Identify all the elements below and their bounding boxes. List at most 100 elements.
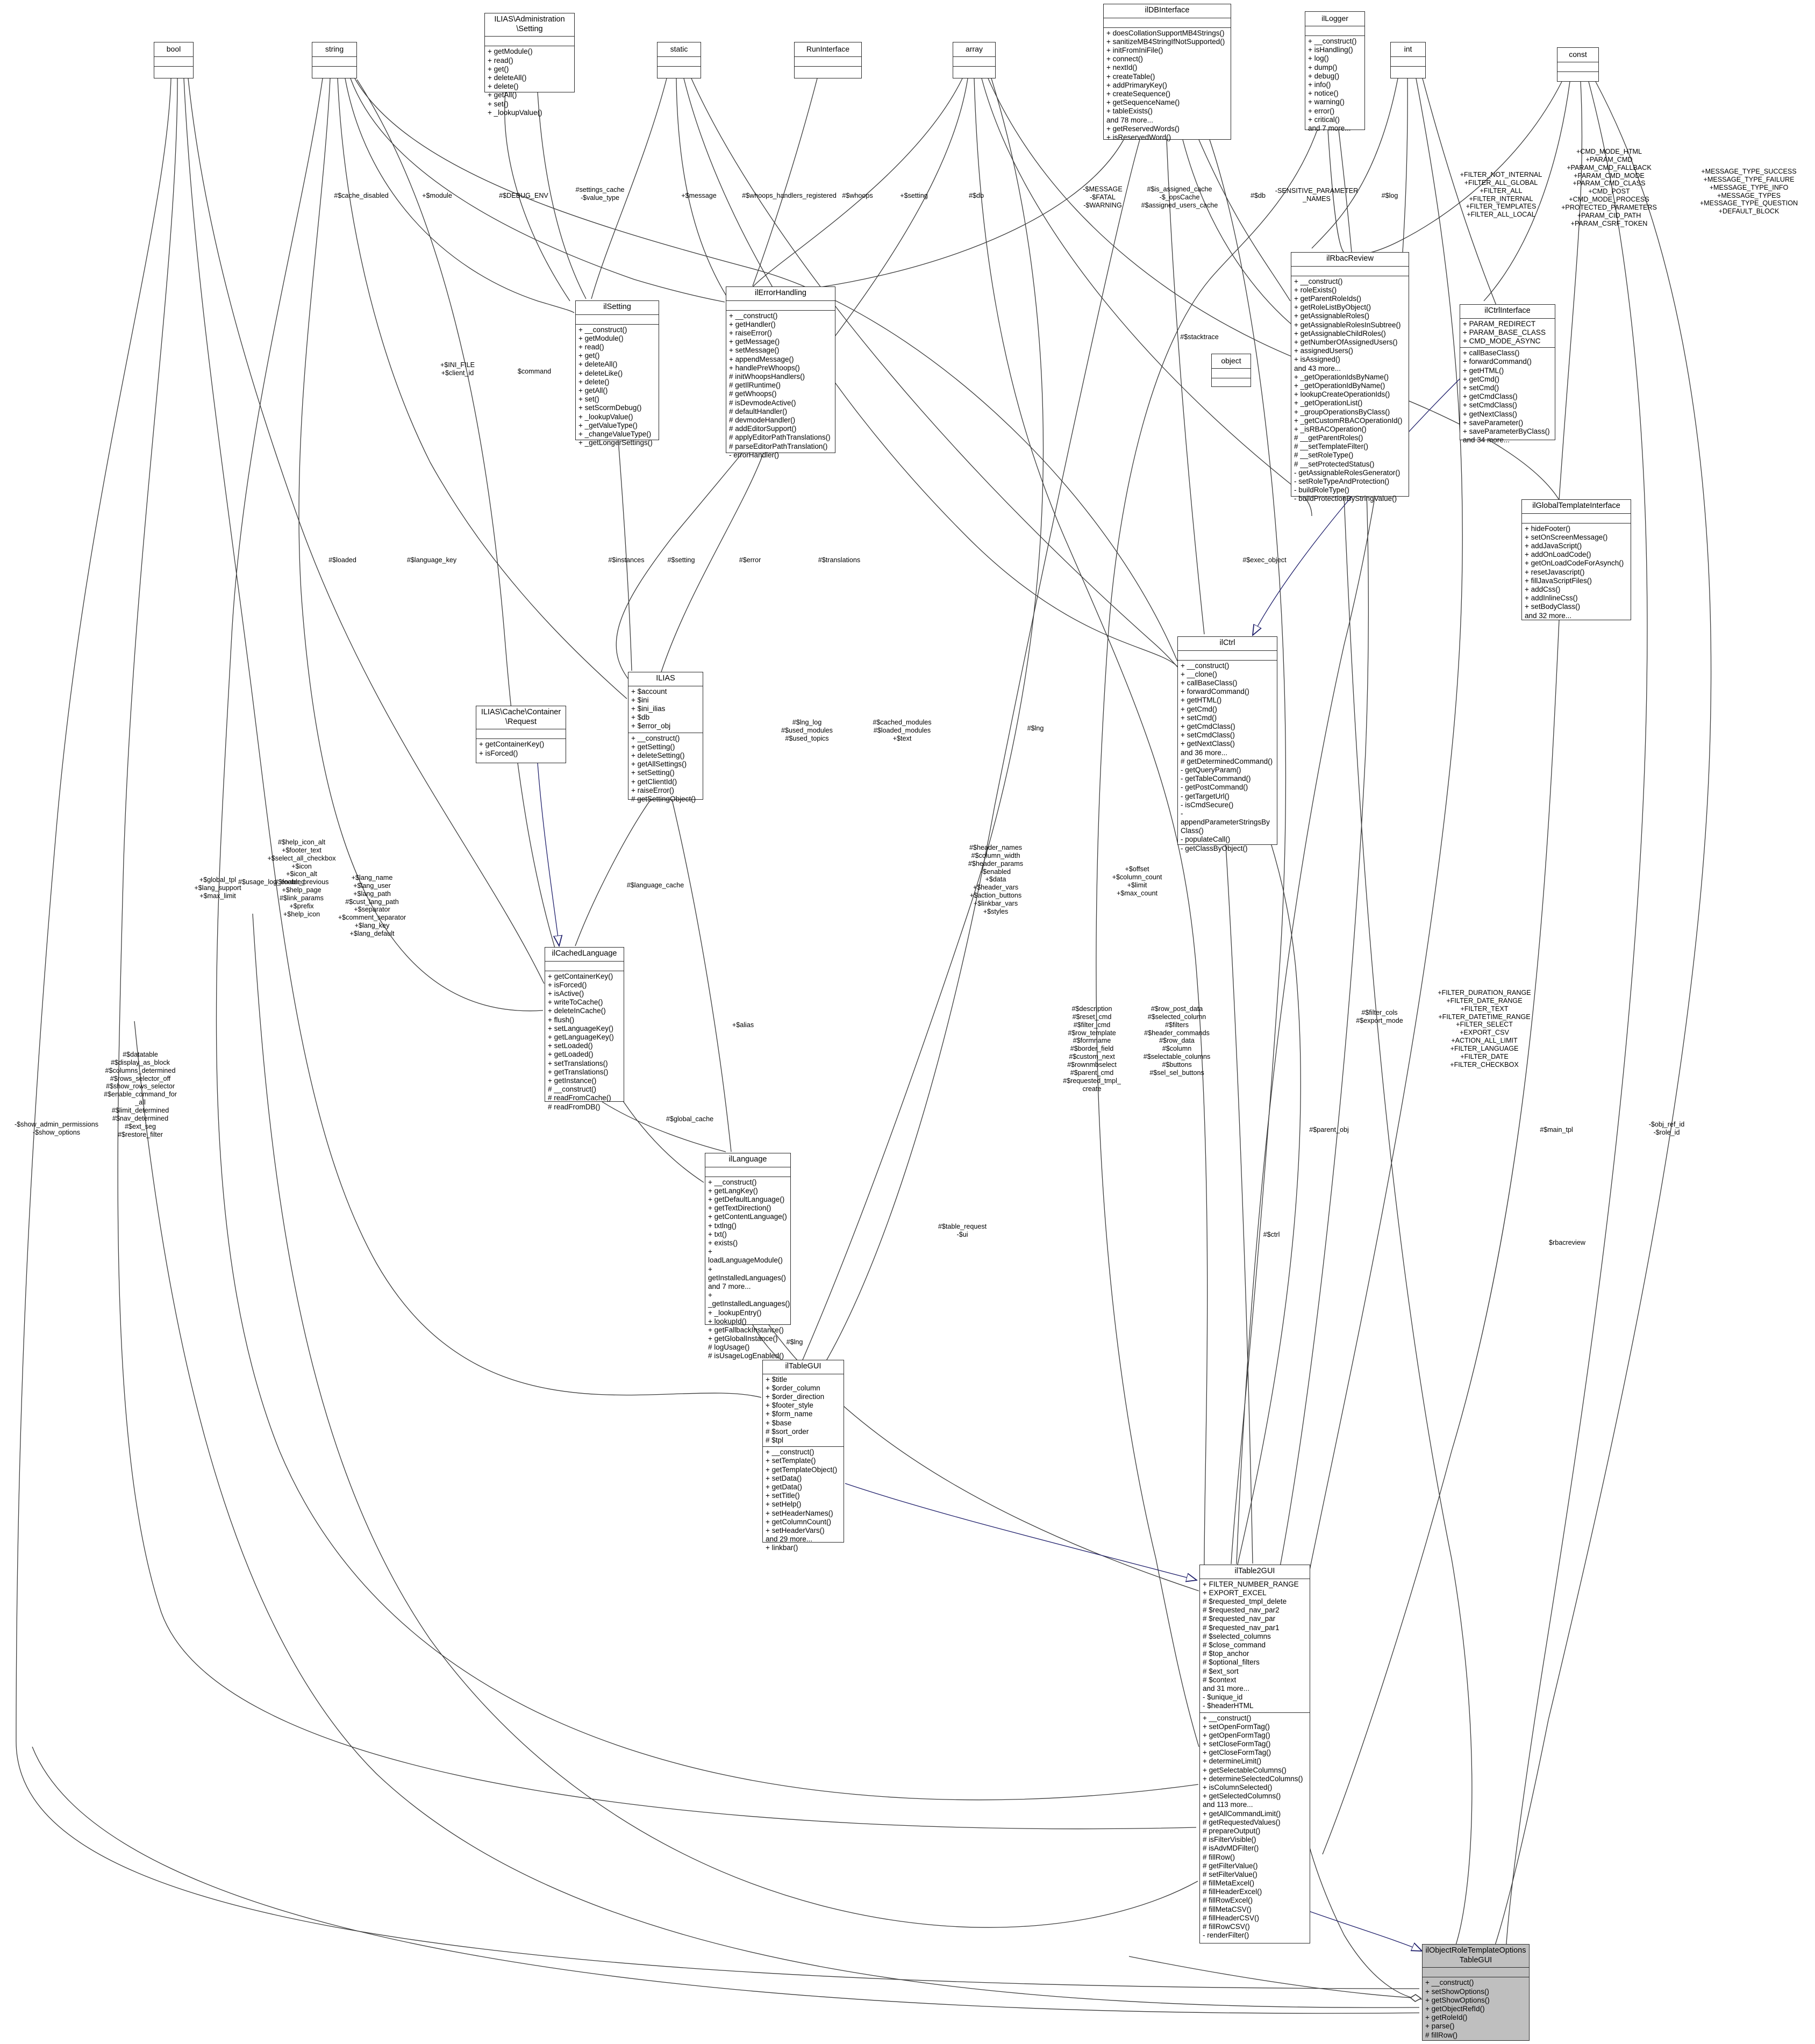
class-node-title: ilCtrl <box>1178 637 1277 651</box>
class-node-attributes: + $title + $order_column + $order_direct… <box>763 1374 844 1447</box>
class-node-operations: + callBaseClass() + forwardCommand() + g… <box>1463 349 1550 444</box>
class-node-attributes: + PARAM_REDIRECT + PARAM_BASE_CLASS + CM… <box>1460 319 1555 348</box>
class-node-title: ilCachedLanguage <box>545 948 624 962</box>
edge-label: +$module <box>422 192 452 199</box>
edge-label: -$obj_ref_id -$role_id <box>1648 1121 1685 1136</box>
class-node-operations: + __construct() + getLangKey() + getDefa… <box>708 1178 790 1360</box>
edge-label: #$cached_modules #$loaded_modules +$text <box>873 719 932 742</box>
edge-label: +FILTER_NOT_INTERNAL +FILTER_ALL_GLOBAL … <box>1460 171 1542 219</box>
class-node-bool[interactable]: bool <box>154 42 194 78</box>
class-node-operations <box>312 67 356 69</box>
class-node-attributes <box>795 57 861 67</box>
class-node-attributes <box>485 37 574 47</box>
class-node-title: bool <box>154 42 193 58</box>
class-node-illanguage[interactable]: ilLanguage+ __construct() + getLangKey()… <box>705 1153 791 1360</box>
class-node-iltable2gui[interactable]: ilTable2GUI+ FILTER_NUMBER_RANGE + EXPOR… <box>1199 1565 1310 1943</box>
edge-label: #$language_key <box>406 556 457 564</box>
class-node-static[interactable]: static <box>657 42 701 78</box>
class-node-operations: + __construct() + getHandler() + raiseEr… <box>729 311 831 459</box>
edge-label: #$whoops_handlers_registered <box>742 192 837 199</box>
class-node-const[interactable]: const <box>1557 47 1599 82</box>
edge-label: #$whoops <box>842 192 873 199</box>
class-node-title: ilObjectRoleTemplateOptions TableGUI <box>1423 1945 1529 1968</box>
class-node-illogger[interactable]: ilLogger + __construct() + isHandling() +… <box>1305 11 1365 132</box>
edge-label: #$exec_object <box>1242 556 1287 564</box>
edge-label: +$global_tpl +$lang_support +$max_limit <box>194 876 241 900</box>
class-node-operations: + __construct() + isHandling() + log() +… <box>1308 37 1357 132</box>
class-node-object[interactable]: object <box>1211 354 1251 387</box>
edge-label: #$parent_obj <box>1309 1126 1349 1134</box>
class-node-attributes <box>658 57 701 67</box>
class-node-attributes <box>953 57 995 67</box>
class-node-attributes <box>1305 26 1364 37</box>
class-node-title: ILIAS\Administration \Setting <box>485 13 574 37</box>
class-node-attributes <box>1557 62 1598 73</box>
edge-label: +$lang_name +$lang_user +$lang_path #$cu… <box>338 874 406 938</box>
edge-label: #$stacktrace <box>1180 333 1219 341</box>
class-node-array[interactable]: array <box>953 42 996 78</box>
class-node-ilctrl[interactable]: ilCtrl+ __construct() + __clone() + call… <box>1177 636 1277 852</box>
class-node-ilctrlinterface[interactable]: ilCtrlInterface+ PARAM_REDIRECT + PARAM_… <box>1460 304 1555 444</box>
class-node-attributes <box>1391 57 1425 67</box>
edge-label: #$row_post_data #$selected_column #$filt… <box>1143 1005 1211 1077</box>
class-node-title: array <box>953 42 995 58</box>
class-node-operations <box>1557 72 1598 75</box>
edge-label: #$lng <box>786 1338 803 1346</box>
class-node-ildbinterface[interactable]: ilDBInterface+ doesCollationSupportMB4St… <box>1103 4 1231 141</box>
class-node-int[interactable]: int <box>1390 42 1426 78</box>
class-node-operations <box>953 67 995 69</box>
class-node-attributes <box>576 315 659 325</box>
class-node-title: ilCtrlInterface <box>1460 305 1555 319</box>
class-node-attributes: + FILTER_NUMBER_RANGE + EXPORT_EXCEL # $… <box>1200 1579 1310 1713</box>
class-node-ilrbacreview[interactable]: ilRbacReview+ __construct() + roleExists… <box>1291 252 1409 503</box>
class-node-ilsetting[interactable]: ilSetting + __construct() + getModule() +… <box>575 300 659 447</box>
edge-label: #$cache_disabled <box>334 192 389 199</box>
class-node-attributes <box>545 962 624 971</box>
class-node-operations: + __construct() + setShowOptions() + get… <box>1425 1978 1490 2039</box>
class-node-ilias-administration-setting[interactable]: ILIAS\Administration \Setting + getModule… <box>484 13 575 117</box>
edge-label: +$setting <box>900 192 928 199</box>
class-node-attributes <box>1522 514 1631 523</box>
class-node-ilerrorhandling[interactable]: ilErrorHandling+ __construct() + getHand… <box>726 286 835 459</box>
class-node-ilias-cache-container-request[interactable]: ILIAS\Cache\Container \Request+ getConta… <box>476 706 566 763</box>
class-node-ilobjectroletemplateoptionstablegui[interactable]: ilObjectRoleTemplateOptions TableGUI + __… <box>1422 1944 1530 2041</box>
class-node-title: int <box>1391 42 1425 58</box>
edge-label: #$DEBUG_ENV <box>499 192 548 199</box>
class-node-attributes <box>1423 1968 1529 1978</box>
class-node-operations: + __construct() + getModule() + read() +… <box>578 325 653 447</box>
edge-label: -SENSITIVE_PARAMETER _NAMES <box>1275 187 1359 203</box>
class-node-title: ilLogger <box>1305 12 1364 27</box>
edge-label: #$datatable #$display_as_block #$columns… <box>104 1051 177 1138</box>
class-node-title: static <box>658 42 701 58</box>
edge-label: #$db <box>1250 192 1266 199</box>
class-node-title: ilSetting <box>576 301 659 315</box>
class-node-title: const <box>1557 48 1598 63</box>
class-node-operations: + getModule() + read() + get() + deleteA… <box>488 47 542 117</box>
class-node-title: ilTableGUI <box>763 1360 844 1374</box>
class-node-operations <box>658 67 701 69</box>
class-node-operations <box>795 67 861 69</box>
class-node-attributes <box>476 729 566 740</box>
edge-label: #$loaded <box>328 556 356 564</box>
edge-label: #$main_tpl <box>1540 1126 1573 1134</box>
edge-label: #$header_names #$column_width #$header_p… <box>968 844 1024 915</box>
edge-label: +$offset +$column_count +$limit +$max_co… <box>1112 865 1162 897</box>
class-node-operations <box>1212 378 1251 381</box>
class-node-title: ilTable2GUI <box>1200 1565 1310 1579</box>
class-node-ilglobaltemplateinterface[interactable]: ilGlobalTemplateInterface+ hideFooter() … <box>1521 499 1631 620</box>
class-node-iltablegui[interactable]: ilTableGUI+ $title + $order_column + $or… <box>762 1360 844 1552</box>
class-node-operations: + __construct() + setOpenFormTag() + get… <box>1203 1713 1303 1940</box>
edge-label: +$INI_FILE +$client_id <box>440 361 475 377</box>
edge-label: #$translations <box>818 556 861 564</box>
class-node-ilcachedlanguage[interactable]: ilCachedLanguage+ getContainerKey() + is… <box>545 947 624 1111</box>
class-node-ilias[interactable]: ILIAS+ $account + $ini + $ini_ilias + $d… <box>628 672 703 803</box>
edge-label: #$usage_log_enabled <box>238 878 305 886</box>
class-node-runinterface[interactable]: RunInterface <box>794 42 862 78</box>
class-node-title: ILIAS\Cache\Container \Request <box>476 706 566 730</box>
edge-label: #$description #$reset_cmd #$filter_cmd #… <box>1063 1005 1121 1093</box>
edge-label: -$MESSAGE -$FATAL -$WARNING <box>1083 185 1123 209</box>
class-node-string[interactable]: string <box>312 42 357 78</box>
edge-label: +$message <box>681 192 717 199</box>
class-node-operations <box>1391 67 1425 69</box>
